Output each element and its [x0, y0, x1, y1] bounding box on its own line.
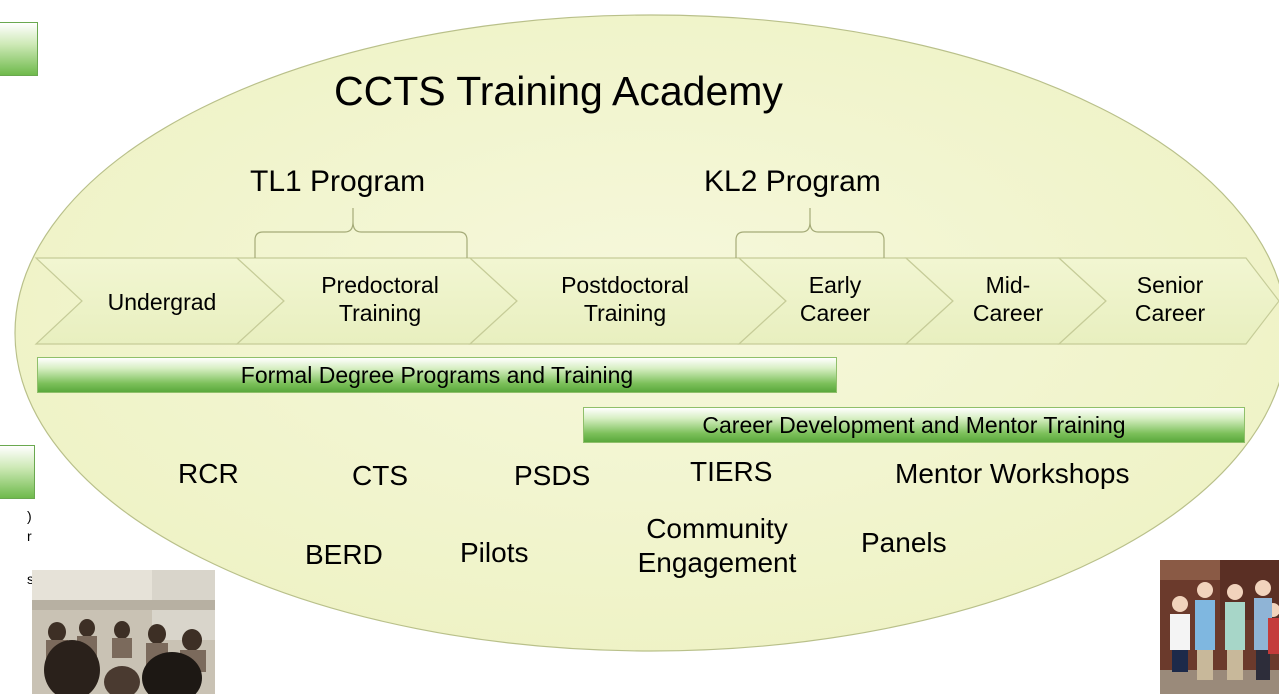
stage-chevrons — [34, 257, 1279, 345]
left-edge-fragment-2: r — [27, 528, 32, 544]
resource-pilots: Pilots — [460, 537, 529, 568]
resource-rcr: RCR — [178, 458, 239, 489]
formal-degree-bar: Formal Degree Programs and Training — [37, 357, 837, 393]
resource-panels: Panels — [861, 527, 947, 558]
career-development-label: Career Development and Mentor Training — [702, 411, 1126, 438]
stage-mid-career: Mid-Career — [972, 272, 1044, 326]
resource-mentor-workshops: Mentor Workshops — [895, 458, 1130, 489]
student-group-photo — [1160, 560, 1279, 694]
kl2-program-label: KL2 Program — [704, 165, 881, 198]
formal-degree-label: Formal Degree Programs and Training — [240, 361, 634, 388]
tl1-brace — [254, 208, 468, 258]
left-edge-box-top — [0, 22, 38, 76]
resource-cts: CTS — [352, 460, 408, 491]
diagram-title: CCTS Training Academy — [334, 68, 783, 114]
resource-psds: PSDS — [514, 460, 591, 491]
stage-undergrad: Undergrad — [107, 289, 217, 315]
resource-tiers: TIERS — [690, 456, 773, 487]
resource-community-engagement: Community Engagement — [637, 513, 797, 578]
chevron-senior-career — [1057, 257, 1279, 345]
left-edge-box-bottom — [0, 445, 35, 499]
tl1-program-label: TL1 Program — [250, 165, 426, 198]
left-edge-fragment-1: ) — [27, 508, 32, 524]
career-development-bar: Career Development and Mentor Training — [583, 407, 1245, 443]
kl2-brace — [735, 208, 885, 258]
seminar-audience-photo — [32, 570, 215, 694]
resource-berd: BERD — [305, 539, 383, 570]
left-edge-fragment-3: s — [27, 571, 34, 587]
